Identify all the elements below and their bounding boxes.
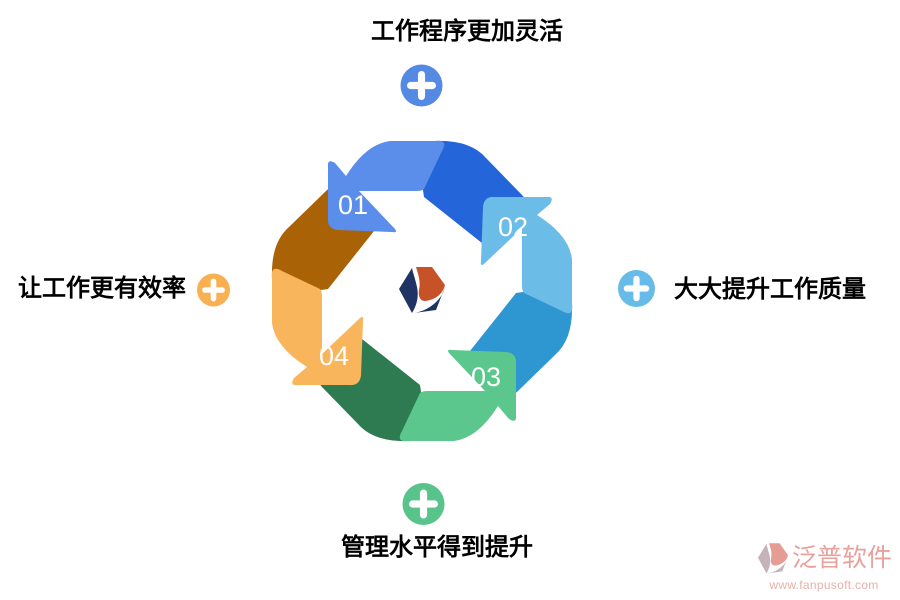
watermark-row: 泛普软件 (756, 541, 892, 577)
step-number-04: 04 (319, 341, 349, 371)
cycle-arrow-body-03 (399, 349, 517, 442)
step-number-03: 03 (471, 362, 501, 392)
cycle-arrow-body-02 (480, 196, 573, 314)
fanpu-center-logo (399, 267, 445, 313)
watermark-brand: 泛普软件 (791, 544, 892, 573)
plus-icon-top (400, 64, 443, 107)
plus-icon-right (618, 270, 655, 307)
watermark-url[interactable]: www.fanpusoft.com (769, 578, 879, 592)
benefit-label-bottom: 管理水平得到提升 (341, 534, 533, 561)
plus-icon-bottom (402, 483, 445, 525)
fanpu-logo-icon (757, 543, 789, 574)
cycle-arrow-body-01 (327, 140, 445, 233)
benefit-label-right: 大大提升工作质量 (674, 276, 866, 303)
watermark: 泛普软件 www.fanpusoft.com (756, 541, 892, 592)
plus-icon-left (197, 273, 230, 307)
benefit-label-top: 工作程序更加灵活 (371, 18, 563, 45)
step-number-01: 01 (338, 190, 368, 220)
step-number-02: 02 (498, 212, 528, 242)
cycle-arrow-body-04 (271, 268, 364, 386)
benefit-label-left: 让工作更有效率 (18, 275, 186, 302)
